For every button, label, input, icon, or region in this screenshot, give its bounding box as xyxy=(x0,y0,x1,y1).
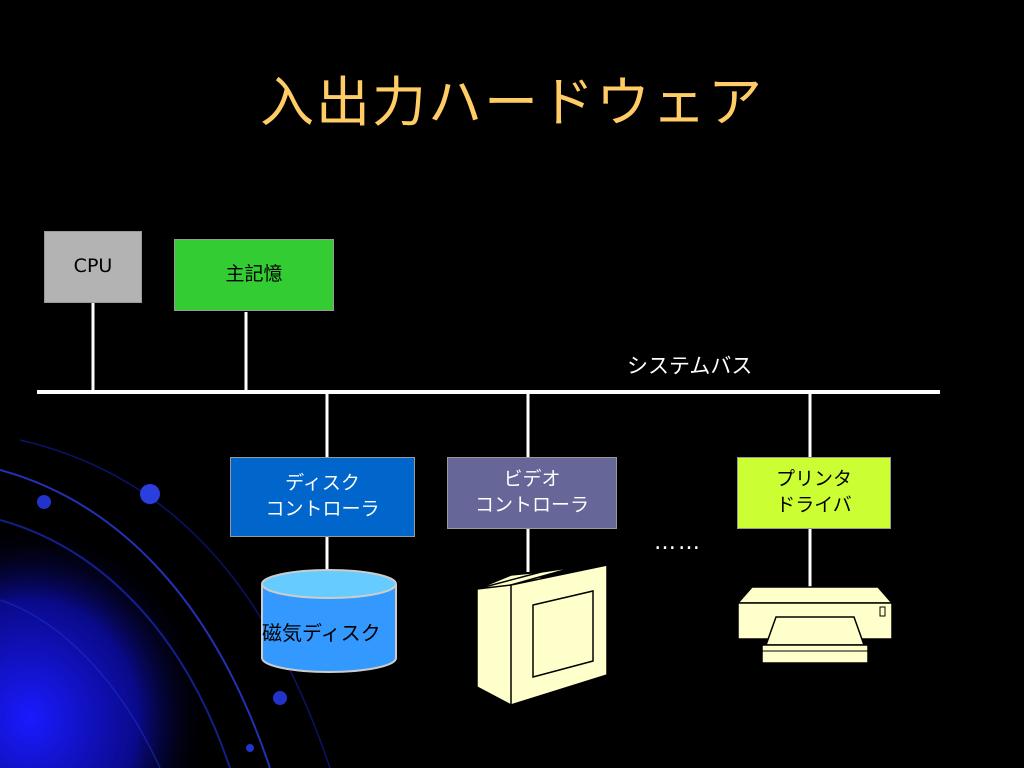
cpu-label: CPU xyxy=(73,255,113,278)
ellipsis: …… xyxy=(654,530,702,555)
memory-label: 主記憶 xyxy=(225,263,283,286)
video-controller-label-line1: ビデオ xyxy=(503,468,561,491)
magnetic-disk-icon xyxy=(261,569,397,673)
system-bus-label: システムバス xyxy=(627,354,753,378)
magnetic-disk-label: 磁気ディスク xyxy=(262,621,381,645)
disk-controller-box: ディスク コントローラ xyxy=(230,457,415,537)
page-title: 入出力ハードウェア xyxy=(260,71,764,134)
monitor-icon xyxy=(476,565,608,705)
video-controller-label-line2: コントローラ xyxy=(474,494,589,516)
disk-controller-label-line2: コントローラ xyxy=(265,498,380,520)
printer-driver-label-line1: プリンタ xyxy=(775,468,852,491)
disk-controller-label-line1: ディスク xyxy=(285,472,360,495)
printer-driver-box: プリンタ ドライバ xyxy=(737,457,891,529)
printer-driver-label-line2: ドライバ xyxy=(776,494,852,516)
cpu-box: CPU xyxy=(44,231,142,303)
video-controller-box: ビデオ コントローラ xyxy=(447,457,617,529)
memory-box: 主記憶 xyxy=(174,239,334,311)
printer-icon xyxy=(736,586,894,664)
